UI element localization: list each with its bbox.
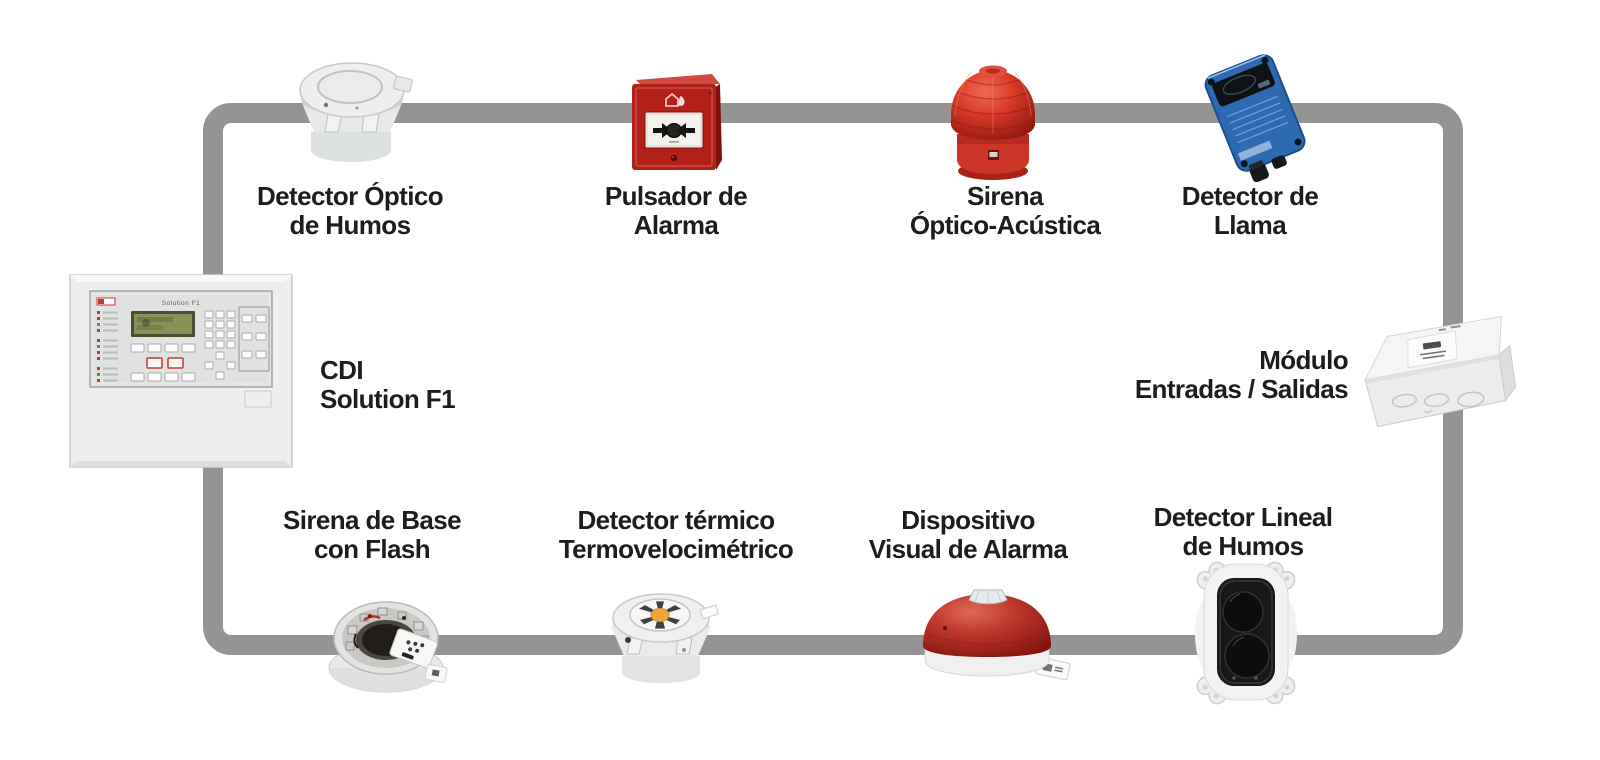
device-manual-call-point: [622, 60, 730, 186]
device-beam-smoke-detector: [1170, 550, 1322, 714]
heat-detector-label: Detector térmico Termovelocimétrico: [558, 505, 794, 564]
optical-smoke-detector-image: [299, 62, 413, 162]
visual-alarm-device-label: Dispositivo Visual de Alarma: [868, 505, 1068, 564]
heat-detector-image: [611, 593, 719, 683]
sounder-base-flash-image: [328, 601, 448, 693]
sounder-base-flash-label: Sirena de Base con Flash: [282, 505, 462, 564]
device-io-module: [1349, 312, 1523, 436]
control-panel-image: Solution F1: [69, 274, 293, 468]
device-heat-detector: [594, 580, 728, 700]
beam-smoke-detector-label: Detector Lineal de Humos: [1153, 502, 1333, 561]
optical-acoustic-siren-label: Sirena Óptico-Acústica: [909, 181, 1101, 240]
device-optical-smoke-detector: [284, 58, 420, 178]
io-module-image: [1364, 315, 1517, 428]
device-visual-alarm: [893, 586, 1083, 696]
optical-acoustic-siren-image: [950, 65, 1036, 180]
device-control-panel: Solution F1: [67, 271, 295, 471]
visual-alarm-device-image: [923, 589, 1071, 681]
manual-call-point-label: Pulsador de Alarma: [604, 181, 748, 240]
optical-smoke-detector-label: Detector Óptico de Humos: [256, 181, 444, 240]
panel-model-text: Solution F1: [162, 300, 200, 307]
device-sounder-base-flash: [320, 578, 458, 700]
flame-detector-image: [1204, 54, 1306, 183]
io-module-label: Módulo Entradas / Salidas: [1134, 345, 1349, 404]
control-panel-label: CDI Solution F1: [320, 355, 456, 414]
beam-smoke-detector-image: [1193, 558, 1299, 708]
device-optical-acoustic-siren: [941, 58, 1045, 186]
device-flame-detector: [1190, 48, 1322, 188]
manual-call-point-image: [632, 74, 722, 170]
flame-detector-label: Detector de Llama: [1181, 181, 1319, 240]
